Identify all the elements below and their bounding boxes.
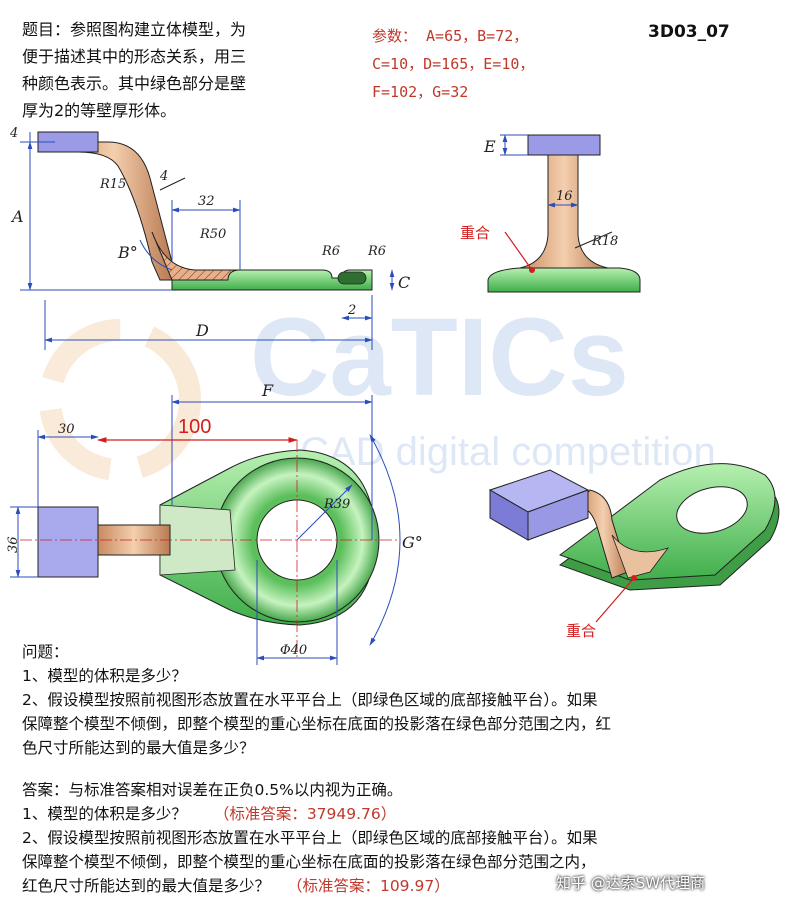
label-iso-coincide: 重合: [566, 622, 596, 640]
label-R6-b: R6: [367, 244, 386, 259]
label-30: 30: [58, 422, 75, 437]
problem-line: 种颜色表示。其中绿色部分是壁: [22, 74, 247, 93]
answer-2-line: 保障整个模型不倾倒，即整个模型的重心坐标在底面的投影落在绿色部分范围之内，: [22, 853, 596, 871]
top-view: 100 F 30 36 R39 Φ40 G°: [6, 381, 423, 665]
iso-view: 重合: [488, 463, 780, 640]
watermark: CaTICs CAD digital competition: [39, 296, 716, 481]
param-line: 参数： A=65，B=72，: [372, 27, 529, 45]
problem-line: 厚为2的等壁厚形体。: [22, 101, 177, 120]
label-36: 36: [6, 536, 21, 553]
answer-2-standard: （标准答案：109.97）: [286, 877, 450, 895]
credit-watermark: 知乎 @达索SW代理商: [556, 874, 706, 892]
label-C: C: [398, 273, 410, 292]
watermark-logo-ring: [39, 319, 201, 481]
label-B: B°: [117, 243, 138, 262]
question-2-line: 2、假设模型按照前视图形态放置在水平平台上（即绿色区域的底部接触平台）。如果: [22, 691, 598, 709]
question-1: 1、模型的体积是多少？: [22, 667, 187, 685]
label-R6-a: R6: [321, 244, 340, 259]
answer-2-last: 红色尺寸所能达到的最大值是多少？ （标准答案：109.97）: [22, 874, 782, 898]
label-32: 32: [198, 194, 215, 209]
side-stem: [519, 154, 609, 269]
questions-section: 问题： 1、模型的体积是多少？ 2、假设模型按照前视图形态放置在水平平台上（即绿…: [22, 640, 782, 760]
answers-intro: 答案：与标准答案相对误差在正负0.5%以内视为正确。: [22, 781, 403, 799]
param-line: C=10，D=165，E=10，: [372, 55, 535, 73]
problem-line: 题目：参照图构建立体模型，为: [22, 20, 247, 39]
label-red-100: 100: [178, 416, 211, 438]
label-F: F: [261, 381, 274, 400]
question-2-line: 色尺寸所能达到的最大值是多少？: [22, 739, 255, 757]
front-view: 4 A R15 4 32 R50 B° R6 R6 C 2 D: [9, 126, 410, 350]
side-base: [487, 267, 641, 293]
problem-code: 3D03_07: [648, 22, 730, 42]
label-E: E: [483, 137, 496, 156]
label-4-wall: 4: [159, 169, 168, 184]
iso-coincide-point: [631, 575, 637, 581]
answer-2-question: 红色尺寸所能达到的最大值是多少？: [22, 877, 271, 895]
answer-1: 1、模型的体积是多少？ （标准答案：37949.76）: [22, 802, 782, 826]
side-block: [527, 134, 601, 156]
label-A: A: [10, 207, 24, 226]
side-coincide-point: [529, 267, 535, 273]
param-line: F=102，G=32: [372, 83, 469, 101]
dim-G-arc: [369, 434, 401, 646]
label-R18: R18: [591, 234, 618, 249]
watermark-tagline: CAD digital competition: [300, 430, 716, 474]
label-16: 16: [556, 189, 573, 204]
iso-hole: [676, 486, 748, 534]
dim-B-arc: [139, 239, 173, 271]
dim-R39: [296, 484, 353, 541]
iso-web: [611, 534, 670, 579]
label-side-coincide: 重合: [460, 224, 490, 242]
problem-line: 便于描述其中的形态关系，用三: [22, 47, 247, 66]
answer-1-standard: （标准答案：37949.76）: [213, 805, 397, 823]
parameter-list: 参数： A=65，B=72， C=10，D=165，E=10， F=102，G=…: [372, 22, 602, 106]
answers-section: 答案：与标准答案相对误差在正负0.5%以内视为正确。 1、模型的体积是多少？ （…: [22, 778, 782, 898]
label-R50: R50: [199, 227, 226, 242]
front-slot: [337, 271, 367, 285]
label-D: D: [195, 321, 209, 340]
top-block: [37, 506, 99, 578]
front-base: [171, 269, 373, 291]
label-4-left: 4: [9, 126, 18, 141]
label-2: 2: [347, 303, 356, 318]
answer-1-question: 1、模型的体积是多少？: [22, 805, 187, 823]
question-2-line: 保障整个模型不倾倒，即整个模型的重心坐标在底面的投影落在绿色部分范围之内，红: [22, 715, 612, 733]
label-G: G°: [402, 533, 423, 552]
questions-title: 问题：: [22, 643, 69, 661]
label-R39: R39: [323, 497, 350, 512]
watermark-brand: CaTICs: [250, 296, 629, 419]
front-arm: [54, 141, 173, 281]
side-coincide-leader: [504, 231, 533, 271]
label-phi40: Φ40: [280, 643, 307, 658]
iso-block-right: [527, 489, 589, 541]
side-view: E 16 R18 重合: [460, 134, 641, 293]
problem-statement: 题目：参照图构建立体模型，为 便于描述其中的形态关系，用三 种颜色表示。其中绿色…: [22, 16, 322, 124]
iso-coincide-leader: [595, 577, 635, 623]
label-R15: R15: [99, 177, 126, 192]
answer-2-line: 2、假设模型按照前视图形态放置在水平平台上（即绿色区域的底部接触平台）。如果: [22, 829, 598, 847]
